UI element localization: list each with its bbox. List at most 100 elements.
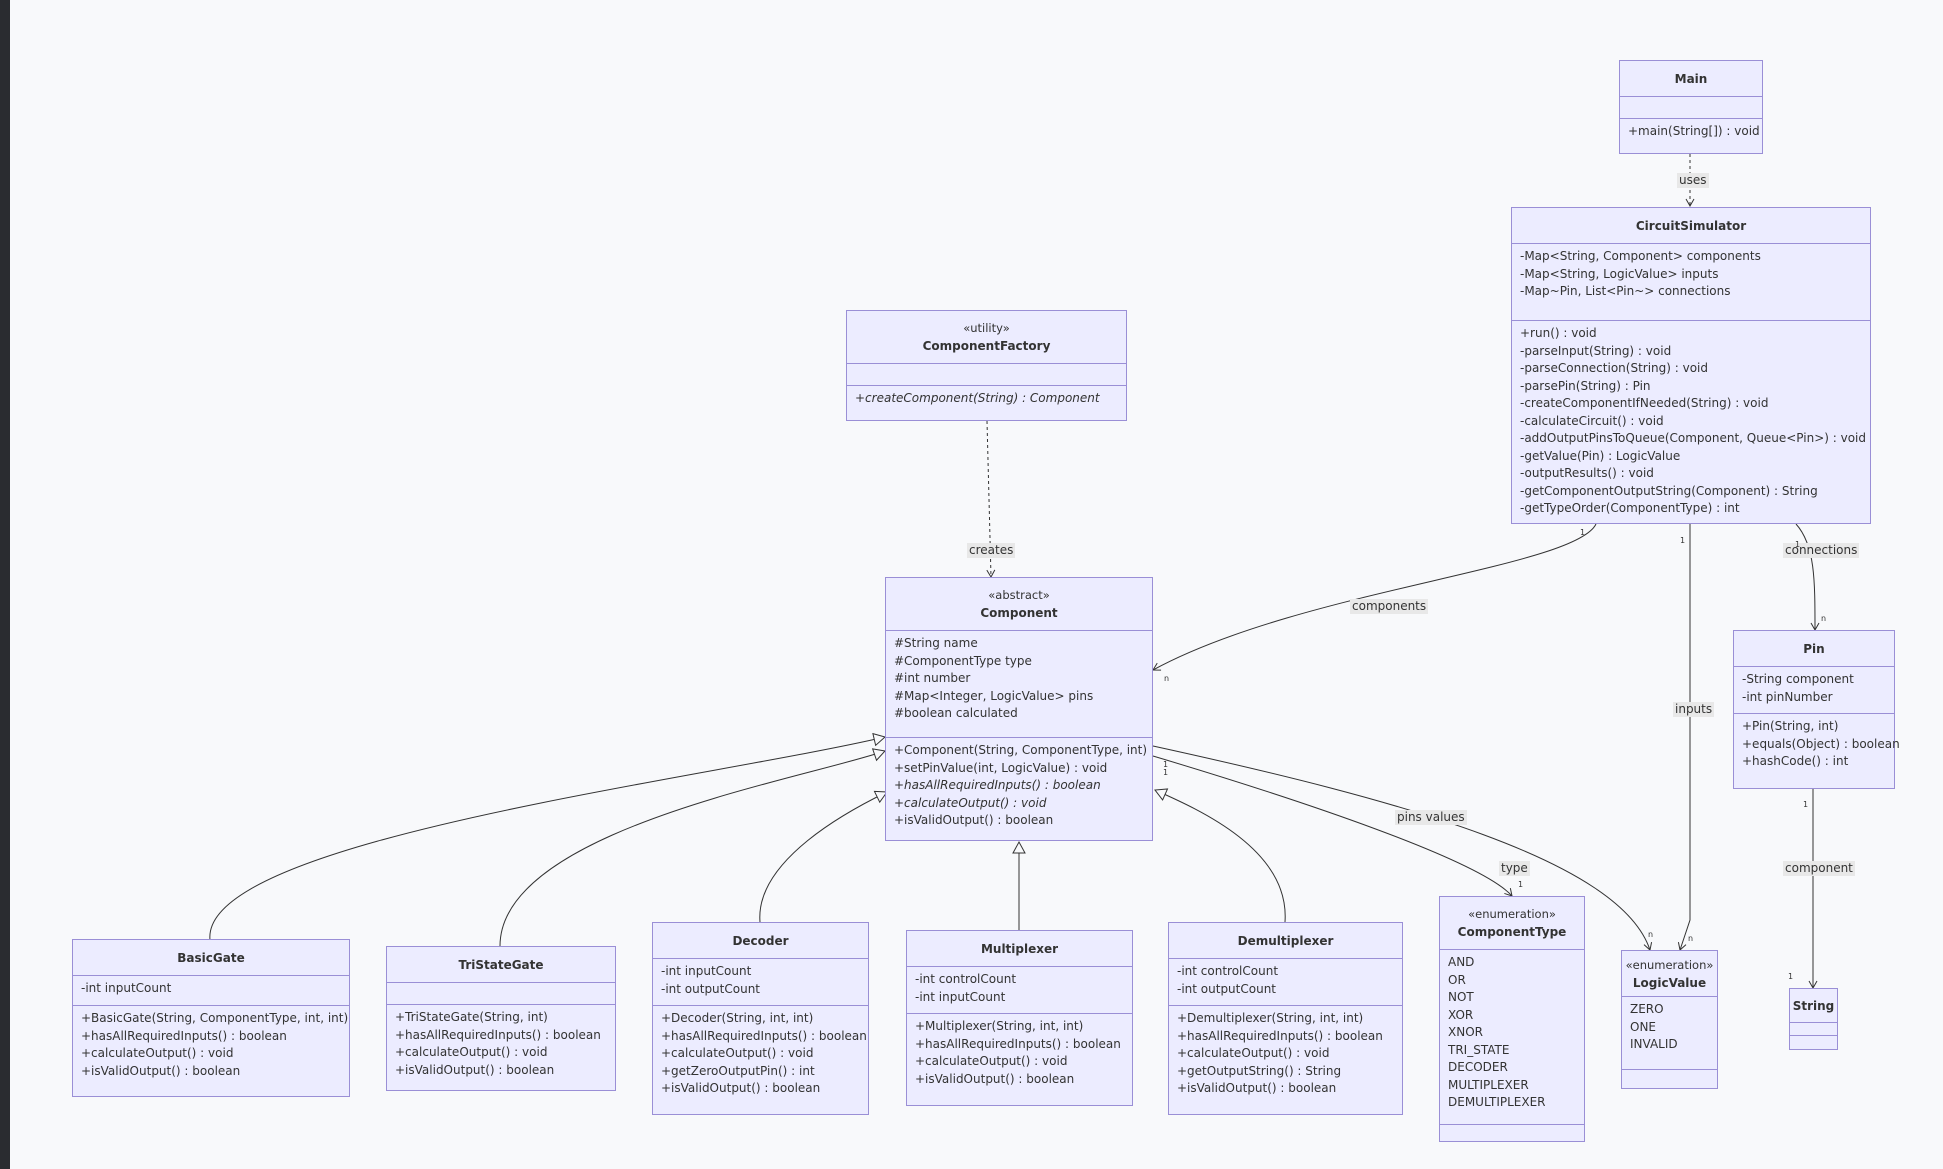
class-component-type[interactable]: «enumeration» ComponentType AND OR NOT X… (1439, 896, 1585, 1142)
method: +calculateOutput() : void (661, 1046, 814, 1060)
cardinality-label: n (1821, 614, 1827, 623)
inputs-label: inputs (1673, 702, 1715, 717)
class-tri-state-gate[interactable]: TriStateGate +TriStateGate(String, int) … (386, 946, 616, 1091)
cardinality-label: 1 (1518, 880, 1524, 889)
methods-section: +run() : void -parseInput(String) : void… (1512, 321, 1870, 522)
class-logic-value[interactable]: «enumeration» LogicValue ZERO ONE INVALI… (1621, 950, 1718, 1089)
pins-values-link (1152, 745, 1653, 951)
cardinality-label: n (1164, 674, 1170, 683)
attribute: -Map<String, LogicValue> inputs (1520, 266, 1719, 281)
method: -calculateCircuit() : void (1520, 413, 1664, 428)
attribute: -int outputCount (661, 981, 761, 996)
attributes-section (1620, 97, 1762, 119)
methods-section (1622, 1070, 1717, 1086)
method: +hasAllRequiredInputs() : boolean (81, 1028, 287, 1043)
method: +getOutputString() : String (1177, 1063, 1342, 1078)
method: +setPinValue(int, LogicValue) : void (894, 760, 1108, 775)
method: -getTypeOrder(ComponentType) : int (1520, 501, 1740, 515)
type-link (1152, 755, 1513, 897)
method: +calculateOutput() : void (395, 1045, 548, 1059)
attributes-section: -int inputCount (73, 976, 349, 1006)
attribute: -int controlCount (1177, 964, 1279, 978)
method: -parseInput(String) : void (1520, 343, 1672, 358)
method: +createComponent(String) : Component (855, 391, 1100, 405)
method: +BasicGate(String, ComponentType, int, i… (81, 1011, 349, 1025)
pins-values-label: pins values (1395, 810, 1467, 825)
method: -parsePin(String) : Pin (1520, 378, 1651, 393)
method: +calculateOutput() : void (1177, 1046, 1330, 1060)
method: +hasAllRequiredInputs() : boolean (1177, 1028, 1383, 1043)
class-string[interactable]: String (1789, 988, 1838, 1050)
attribute: -int controlCount (915, 972, 1017, 986)
attribute: -int inputCount (661, 964, 752, 978)
methods-section: +createComponent(String) : Component (847, 386, 1126, 412)
attributes-section (387, 983, 615, 1005)
attribute: -int pinNumber (1742, 689, 1833, 704)
cardinality-label: n (1688, 934, 1694, 943)
demultiplexer-inherits (1154, 788, 1286, 923)
enum-value: XNOR (1448, 1025, 1483, 1039)
enum-value: OR (1448, 972, 1466, 987)
enum-value: DEMULTIPLEXER (1448, 1095, 1546, 1109)
connections-label: connections (1783, 543, 1860, 558)
components-link (1152, 523, 1597, 671)
class-name: String (1792, 998, 1835, 1013)
attributes-section: -int controlCount -int inputCount (907, 967, 1132, 1014)
class-multiplexer[interactable]: Multiplexer -int controlCount -int input… (906, 930, 1133, 1106)
method: +Component(String, ComponentType, int) (894, 743, 1148, 757)
cardinality-label: 1 (1795, 540, 1801, 549)
method: +main(String[]) : void (1628, 124, 1760, 138)
method: +isValidOutput() : boolean (894, 813, 1054, 827)
attributes-section (1790, 1023, 1837, 1036)
attribute: -String component (1742, 672, 1854, 686)
method: +isValidOutput() : boolean (915, 1071, 1075, 1086)
method: +isValidOutput() : boolean (395, 1062, 555, 1077)
class-main[interactable]: Main +main(String[]) : void (1619, 60, 1763, 154)
tristategate-inherits (499, 748, 886, 947)
methods-section: +Component(String, ComponentType, int) +… (886, 738, 1152, 834)
attributes-section: -int inputCount -int outputCount (653, 959, 868, 1006)
attribute: #String name (894, 636, 978, 650)
class-decoder[interactable]: Decoder -int inputCount -int outputCount… (652, 922, 869, 1115)
class-demultiplexer[interactable]: Demultiplexer -int controlCount -int out… (1168, 922, 1403, 1115)
class-basic-gate[interactable]: BasicGate -int inputCount +BasicGate(Str… (72, 939, 350, 1097)
class-component-factory[interactable]: «utility» ComponentFactory +createCompon… (846, 310, 1127, 421)
methods-section (1790, 1036, 1837, 1049)
attribute: -int inputCount (81, 981, 172, 995)
method: +isValidOutput() : boolean (661, 1081, 821, 1095)
method: +Pin(String, int) (1742, 719, 1839, 733)
enum-value: MULTIPLEXER (1448, 1077, 1529, 1092)
attribute: -Map~Pin, List<Pin~> connections (1520, 284, 1731, 298)
inputs-link (1677, 524, 1691, 951)
method: +Demultiplexer(String, int, int) (1177, 1011, 1364, 1025)
class-name: ComponentType (1457, 925, 1567, 939)
enum-value: ZERO (1630, 1002, 1664, 1016)
method: +calculateOutput() : void (81, 1046, 234, 1060)
cardinality-label: 1 (1163, 760, 1169, 769)
class-name: Component (980, 606, 1058, 620)
methods-section: +TriStateGate(String, int) +hasAllRequir… (387, 1005, 615, 1083)
method: +hasAllRequiredInputs() : boolean (894, 778, 1101, 792)
method: -getValue(Pin) : LogicValue (1520, 448, 1681, 463)
class-component[interactable]: «abstract» Component #String name #Compo… (885, 577, 1153, 841)
components-label: components (1350, 599, 1429, 614)
attributes-section: #String name #ComponentType type #int nu… (886, 631, 1152, 738)
method: +calculateOutput() : void (915, 1054, 1068, 1068)
stereotype: «enumeration» (1468, 907, 1556, 921)
stereotype: «utility» (963, 321, 1010, 335)
method: +run() : void (1520, 326, 1597, 340)
attribute: #boolean calculated (894, 706, 1018, 720)
enum-value: INVALID (1630, 1037, 1678, 1051)
methods-section: +Multiplexer(String, int, int) +hasAllRe… (907, 1014, 1132, 1092)
method: -addOutputPinsToQueue(Component, Queue<P… (1520, 431, 1866, 445)
cardinality-label: 1 (1803, 800, 1809, 809)
class-name: Main (1674, 71, 1708, 86)
methods-section: +BasicGate(String, ComponentType, int, i… (73, 1006, 349, 1084)
attributes-section: -String component -int pinNumber (1734, 667, 1894, 714)
class-circuit-simulator[interactable]: CircuitSimulator -Map<String, Component>… (1511, 207, 1871, 524)
method: -createComponentIfNeeded(String) : void (1520, 396, 1769, 410)
class-pin[interactable]: Pin -String component -int pinNumber +Pi… (1733, 630, 1900, 789)
method: +TriStateGate(String, int) (395, 1010, 548, 1024)
cardinality-label: 1 (1680, 536, 1686, 545)
attributes-section: -Map<String, Component> components -Map<… (1512, 244, 1870, 321)
